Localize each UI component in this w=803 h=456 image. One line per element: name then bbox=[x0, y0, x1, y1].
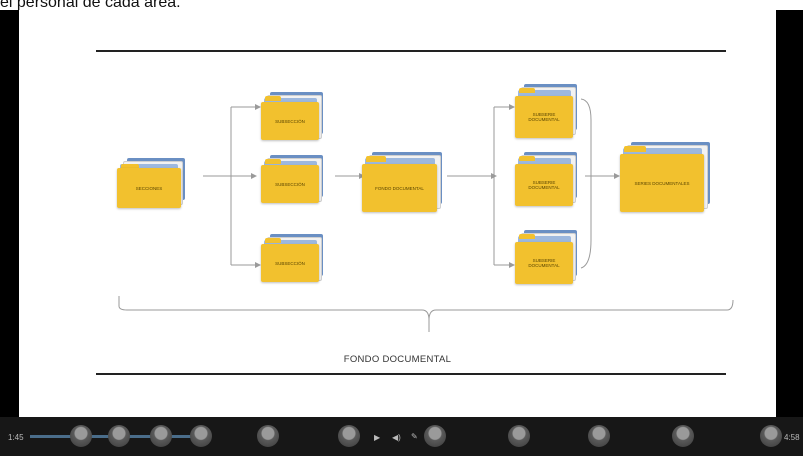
participant-avatar[interactable] bbox=[338, 425, 360, 447]
folder-subseccion-2: SUBSECCIÓN bbox=[261, 153, 323, 203]
folder-subseccion-3: SUBSECCIÓN bbox=[261, 232, 323, 282]
folder-label: SUBSECCIÓN bbox=[275, 260, 305, 266]
video-control-bar[interactable]: 1:45 ▶ ◀) ✎ 4:58 bbox=[0, 417, 803, 456]
participant-avatar[interactable] bbox=[150, 425, 172, 447]
folder-label: SUBSERIE DOCUMENTAL bbox=[528, 180, 560, 190]
folder-label: SUBSECCIÓN bbox=[275, 118, 305, 124]
top-rule bbox=[96, 50, 726, 52]
folder-secciones: SECCIONES bbox=[117, 156, 185, 208]
folder-subserie-1: SUBSERIE DOCUMENTAL bbox=[515, 82, 577, 138]
folder-label: SUBSECCIÓN bbox=[275, 181, 305, 187]
participant-avatar[interactable] bbox=[588, 425, 610, 447]
folder-fondo-documental: FONDO DOCUMENTAL bbox=[362, 150, 442, 212]
participant-avatar[interactable] bbox=[70, 425, 92, 447]
time-total: 4:58 bbox=[784, 433, 800, 442]
folder-subserie-3: SUBSERIE DOCUMENTAL bbox=[515, 228, 577, 284]
folder-series-documentales: SERIES DOCUMENTALES bbox=[620, 140, 710, 212]
participant-avatar[interactable] bbox=[108, 425, 130, 447]
participant-avatar[interactable] bbox=[508, 425, 530, 447]
folder-label: SUBSERIE DOCUMENTAL bbox=[528, 258, 560, 268]
time-elapsed: 1:45 bbox=[8, 433, 24, 442]
caption: el personal de cada área. bbox=[0, 0, 181, 11]
video-player[interactable]: SECCIONES SUBSECCIÓN SUBSECCIÓN SUBSECCI… bbox=[0, 10, 803, 456]
participant-avatar[interactable] bbox=[190, 425, 212, 447]
volume-icon[interactable]: ◀) bbox=[392, 433, 401, 442]
folder-subserie-2: SUBSERIE DOCUMENTAL bbox=[515, 150, 577, 206]
diagram-connectors bbox=[118, 98, 734, 332]
folder-subseccion-1: SUBSECCIÓN bbox=[261, 90, 323, 140]
edit-icon[interactable]: ✎ bbox=[411, 432, 418, 441]
folder-label: FONDO DOCUMENTAL bbox=[375, 185, 424, 191]
bottom-rule bbox=[96, 373, 726, 375]
fondo-documental-title: FONDO DOCUMENTAL bbox=[343, 354, 452, 365]
participant-avatar[interactable] bbox=[672, 425, 694, 447]
participant-avatar[interactable] bbox=[257, 425, 279, 447]
folder-label: SECCIONES bbox=[135, 185, 163, 191]
folder-label: SUBSERIE DOCUMENTAL bbox=[528, 112, 560, 122]
participant-avatar[interactable] bbox=[424, 425, 446, 447]
participant-avatar[interactable] bbox=[760, 425, 782, 447]
folder-label: SERIES DOCUMENTALES bbox=[634, 180, 690, 186]
presentation-slide: SECCIONES SUBSECCIÓN SUBSECCIÓN SUBSECCI… bbox=[19, 10, 776, 417]
play-icon[interactable]: ▶ bbox=[374, 433, 381, 442]
